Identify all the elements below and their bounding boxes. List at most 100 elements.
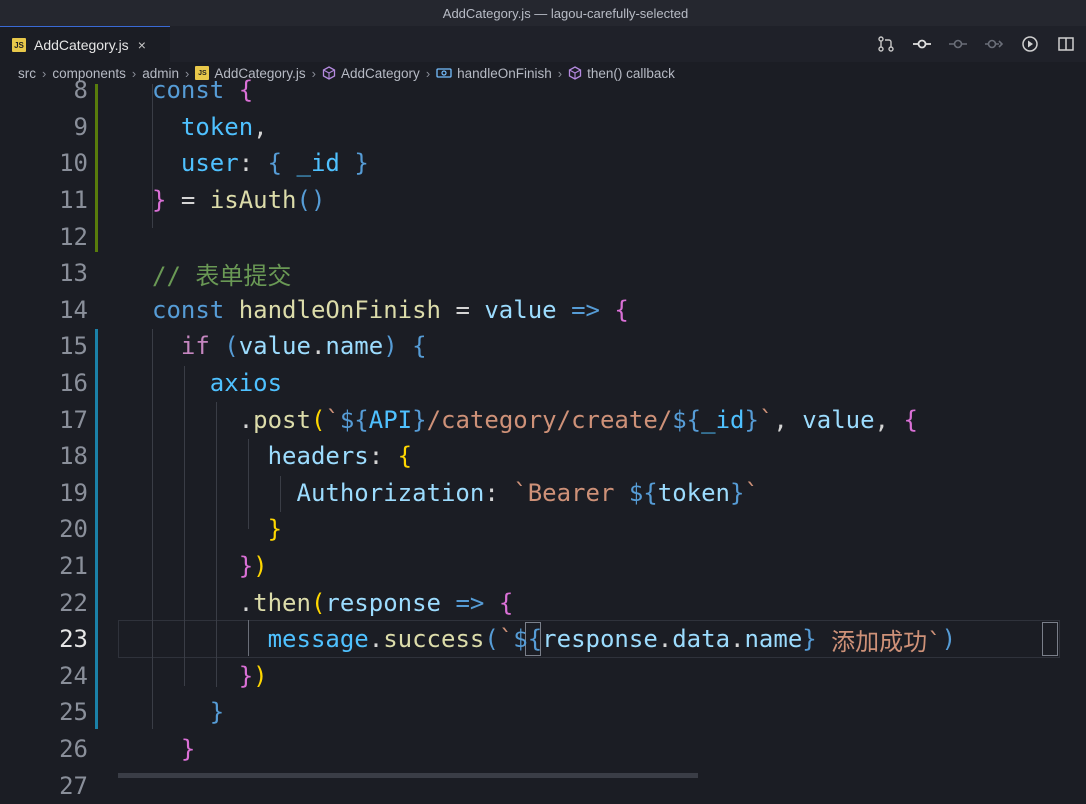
code-line[interactable]: 23 message.success(`${response.data.name… bbox=[0, 621, 1086, 658]
code-token: { bbox=[238, 76, 254, 105]
bracket-match-open bbox=[525, 622, 541, 656]
code-text: } bbox=[152, 511, 282, 548]
previous-change-icon[interactable] bbox=[948, 34, 968, 54]
code-line[interactable]: 19 Authorization: `Bearer ${token}` bbox=[0, 475, 1086, 512]
breadcrumb-item-function[interactable]: handleOnFinish bbox=[436, 66, 552, 81]
code-token: . bbox=[152, 588, 254, 617]
indent-guide bbox=[152, 329, 153, 729]
code-line[interactable]: 11} = isAuth() bbox=[0, 182, 1086, 219]
code-line[interactable]: 24 }) bbox=[0, 658, 1086, 695]
next-change-icon[interactable] bbox=[984, 34, 1004, 54]
code-text: } bbox=[152, 731, 195, 768]
code-line[interactable]: 17 .post(`${API}/category/create/${_id}`… bbox=[0, 401, 1086, 438]
close-icon[interactable]: × bbox=[137, 36, 146, 53]
indent-guide bbox=[184, 366, 185, 686]
code-text: Authorization: `Bearer ${token}` bbox=[152, 475, 758, 512]
code-token: ${ bbox=[339, 405, 369, 434]
code-token: success bbox=[383, 625, 485, 654]
line-number: 16 bbox=[59, 369, 88, 398]
breadcrumb-item-component[interactable]: AddCategory bbox=[322, 66, 420, 81]
editor-actions bbox=[876, 34, 1076, 54]
code-line[interactable]: 20 } bbox=[0, 511, 1086, 548]
indent-guide bbox=[152, 84, 153, 228]
line-number: 17 bbox=[59, 405, 88, 434]
breadcrumb-item-components[interactable]: components bbox=[52, 65, 126, 81]
line-number: 26 bbox=[59, 735, 88, 764]
chevron-right-icon: › bbox=[185, 65, 190, 81]
code-token: value bbox=[484, 295, 572, 324]
code-text: user: { _id } bbox=[152, 145, 369, 182]
code-token: _id bbox=[296, 149, 355, 178]
code-token: handleOnFinish bbox=[238, 295, 456, 324]
breadcrumb-item-callback[interactable]: then() callback bbox=[568, 66, 675, 81]
code-token: { bbox=[903, 405, 918, 434]
code-text: message.success(`${response.data.name} 添… bbox=[152, 621, 956, 658]
run-icon[interactable] bbox=[1020, 34, 1040, 54]
code-text: .then(response => { bbox=[152, 584, 514, 621]
code-token: : bbox=[484, 478, 514, 507]
code-token: response bbox=[542, 625, 658, 654]
code-token: () bbox=[296, 186, 326, 215]
code-token: ) bbox=[253, 661, 268, 690]
code-token: } bbox=[730, 478, 745, 507]
symbol-variable-icon bbox=[436, 66, 452, 80]
code-token: `Bearer bbox=[513, 478, 629, 507]
code-line[interactable]: 16 axios bbox=[0, 365, 1086, 402]
code-token: // 表单提交 bbox=[152, 261, 292, 290]
code-text: }) bbox=[152, 548, 268, 585]
line-number: 15 bbox=[59, 332, 88, 361]
code-token: . bbox=[730, 625, 745, 654]
indent-guide bbox=[280, 476, 281, 512]
horizontal-scrollbar[interactable] bbox=[118, 773, 698, 778]
code-line[interactable]: 12 bbox=[0, 218, 1086, 255]
code-token: : bbox=[238, 149, 268, 178]
code-token: const bbox=[152, 76, 239, 105]
code-token: headers bbox=[152, 442, 369, 471]
code-line[interactable]: 22 .then(response => { bbox=[0, 584, 1086, 621]
window-title: AddCategory.js — lagou-carefully-selecte… bbox=[442, 5, 689, 21]
line-number: 10 bbox=[59, 149, 88, 178]
indent-guide bbox=[216, 402, 217, 687]
breadcrumb-item-src[interactable]: src bbox=[18, 65, 36, 81]
code-token: ( bbox=[310, 588, 326, 617]
code-token: const bbox=[152, 295, 239, 324]
code-line[interactable]: 21 }) bbox=[0, 548, 1086, 585]
code-line[interactable]: 18 headers: { bbox=[0, 438, 1086, 475]
chevron-right-icon: › bbox=[557, 65, 563, 81]
split-editor-icon[interactable] bbox=[1056, 34, 1076, 54]
code-line[interactable]: 15 if (value.name) { bbox=[0, 328, 1086, 365]
chevron-right-icon: › bbox=[131, 65, 137, 81]
line-number: 20 bbox=[59, 515, 88, 544]
code-token: ` bbox=[325, 405, 340, 434]
code-token: } bbox=[412, 405, 427, 434]
tab-addcategory[interactable]: JS AddCategory.js × bbox=[0, 26, 170, 62]
code-line[interactable]: 9 token, bbox=[0, 109, 1086, 146]
code-text: .post(`${API}/category/create/${_id}`, v… bbox=[152, 401, 918, 438]
code-token: } bbox=[152, 698, 225, 727]
gutter-modified-indicator bbox=[95, 84, 98, 252]
code-token: => bbox=[571, 295, 615, 324]
code-text: }) bbox=[152, 658, 268, 695]
code-line[interactable]: 8 const { bbox=[0, 72, 1086, 109]
js-file-icon: JS bbox=[12, 37, 26, 52]
breadcrumb-item-file[interactable]: JS AddCategory.js bbox=[195, 66, 306, 81]
line-number: 8 bbox=[73, 76, 88, 105]
code-text: token, bbox=[152, 109, 268, 146]
code-token: API bbox=[368, 405, 413, 434]
code-line[interactable]: 27 bbox=[0, 767, 1086, 804]
code-line[interactable]: 10 user: { _id } bbox=[0, 145, 1086, 182]
code-line[interactable]: 25 } bbox=[0, 694, 1086, 731]
breadcrumb-item-admin[interactable]: admin bbox=[142, 65, 180, 81]
code-token: response bbox=[325, 588, 456, 617]
code-token: ) bbox=[383, 332, 413, 361]
source-control-icon[interactable] bbox=[876, 34, 896, 54]
git-commit-icon[interactable] bbox=[912, 34, 932, 54]
code-line[interactable]: 26 } bbox=[0, 731, 1086, 768]
line-number: 9 bbox=[73, 112, 88, 141]
code-line[interactable]: 13// 表单提交 bbox=[0, 255, 1086, 292]
code-token: . bbox=[310, 332, 326, 361]
code-token: name bbox=[744, 625, 803, 654]
line-number: 11 bbox=[59, 186, 88, 215]
